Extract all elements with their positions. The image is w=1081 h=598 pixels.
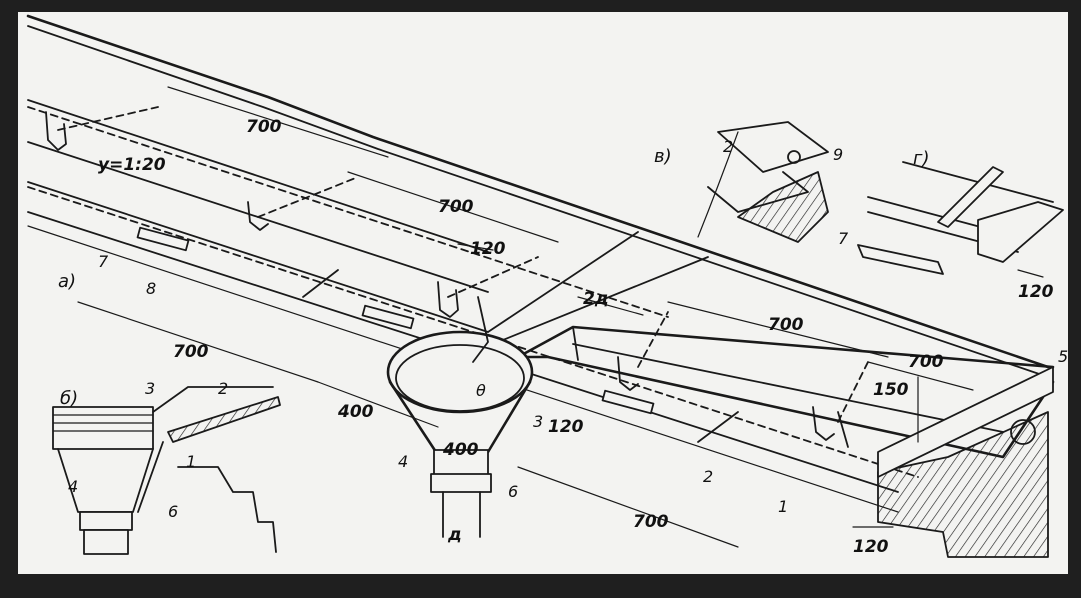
strips bbox=[136, 226, 739, 443]
callout-1: 1 bbox=[778, 497, 788, 516]
dim-120-mid: 120 bbox=[548, 417, 584, 437]
labels: 700 700 120 2д 700 700 150 700 400 400 1… bbox=[58, 117, 1068, 557]
b-callout-1: 1 bbox=[186, 452, 196, 471]
dim-700-mid: 700 bbox=[438, 197, 474, 217]
gutter-trough bbox=[516, 325, 1055, 459]
detail-v bbox=[697, 121, 829, 243]
dim-400-funnel: 400 bbox=[442, 440, 479, 460]
drawing-frame: 700 700 120 2д 700 700 150 700 400 400 1… bbox=[18, 12, 1068, 574]
b-callout-4: 4 bbox=[68, 477, 78, 496]
detail-b bbox=[52, 386, 281, 555]
v-callout-9: 9 bbox=[833, 145, 843, 164]
b-callout-2: 2 bbox=[218, 379, 228, 398]
callout-2: 2 bbox=[703, 467, 713, 486]
dim-700-bottom: 700 bbox=[633, 512, 669, 532]
dimension-lines bbox=[77, 86, 974, 548]
callout-4-funnel: 4 bbox=[398, 452, 408, 471]
dim-700-right2: 700 bbox=[908, 352, 944, 372]
view-b: б) bbox=[60, 388, 78, 409]
callout-7: 7 bbox=[98, 252, 109, 271]
g-callout-7: 7 bbox=[838, 229, 849, 248]
detail-g bbox=[857, 161, 1064, 278]
callout-3-mid: 3 bbox=[533, 412, 543, 431]
dim-700-right: 700 bbox=[768, 315, 804, 335]
dim-2d: 2д bbox=[583, 289, 609, 309]
dim-400: 400 bbox=[337, 402, 374, 422]
funnel bbox=[386, 296, 534, 538]
callout-theta: θ bbox=[476, 381, 486, 400]
callout-5: 5 bbox=[1058, 347, 1068, 366]
dim-120-g: 120 bbox=[1018, 282, 1054, 302]
v-callout-2: 2 bbox=[723, 137, 733, 156]
dim-120-top: 120 bbox=[470, 239, 506, 259]
callout-8: 8 bbox=[146, 279, 156, 298]
view-v: в) bbox=[654, 146, 672, 167]
view-g: г) bbox=[913, 148, 929, 169]
gutter-technical-drawing: 700 700 120 2д 700 700 150 700 400 400 1… bbox=[26, 14, 1068, 558]
dim-700-left: 700 bbox=[173, 342, 209, 362]
dim-d: д bbox=[447, 525, 462, 545]
b-callout-6: 6 bbox=[168, 502, 178, 521]
wall-section bbox=[877, 366, 1054, 558]
dim-150: 150 bbox=[873, 380, 909, 400]
b-callout-3: 3 bbox=[145, 379, 155, 398]
brackets bbox=[45, 106, 869, 441]
view-a: а) bbox=[58, 271, 76, 292]
slope-label: у=1:20 bbox=[98, 155, 166, 175]
callout-6-mid: 6 bbox=[508, 482, 518, 501]
dim-120-bottom: 120 bbox=[853, 537, 889, 557]
dim-700-top: 700 bbox=[246, 117, 282, 137]
